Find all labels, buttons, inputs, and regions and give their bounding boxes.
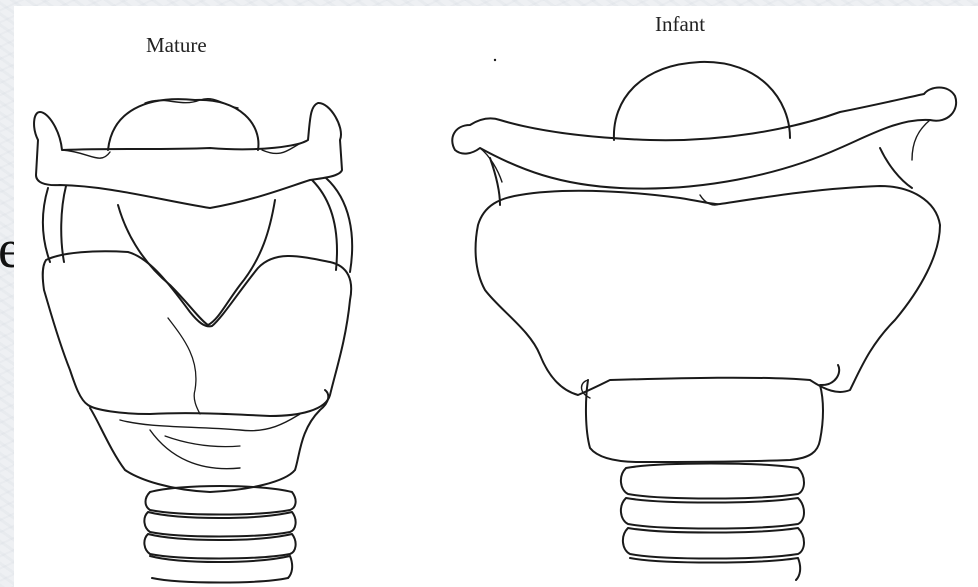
infant-larynx xyxy=(452,59,956,580)
infant-hyoid-bone xyxy=(452,88,956,189)
infant-thyroid-cartilage xyxy=(476,186,940,395)
mature-superior-cornu-left xyxy=(43,188,50,262)
mature-trachea xyxy=(144,486,295,583)
infant-trachea xyxy=(621,464,804,581)
mature-hyoid-bone xyxy=(34,103,342,208)
mature-cricoid-cartilage xyxy=(90,390,328,492)
mature-larynx xyxy=(34,99,352,583)
mature-superior-cornu-right xyxy=(312,180,337,270)
mature-thyroid-cartilage xyxy=(43,251,351,416)
mature-epiglottis xyxy=(108,99,258,150)
infant-epiglottis xyxy=(614,62,790,140)
